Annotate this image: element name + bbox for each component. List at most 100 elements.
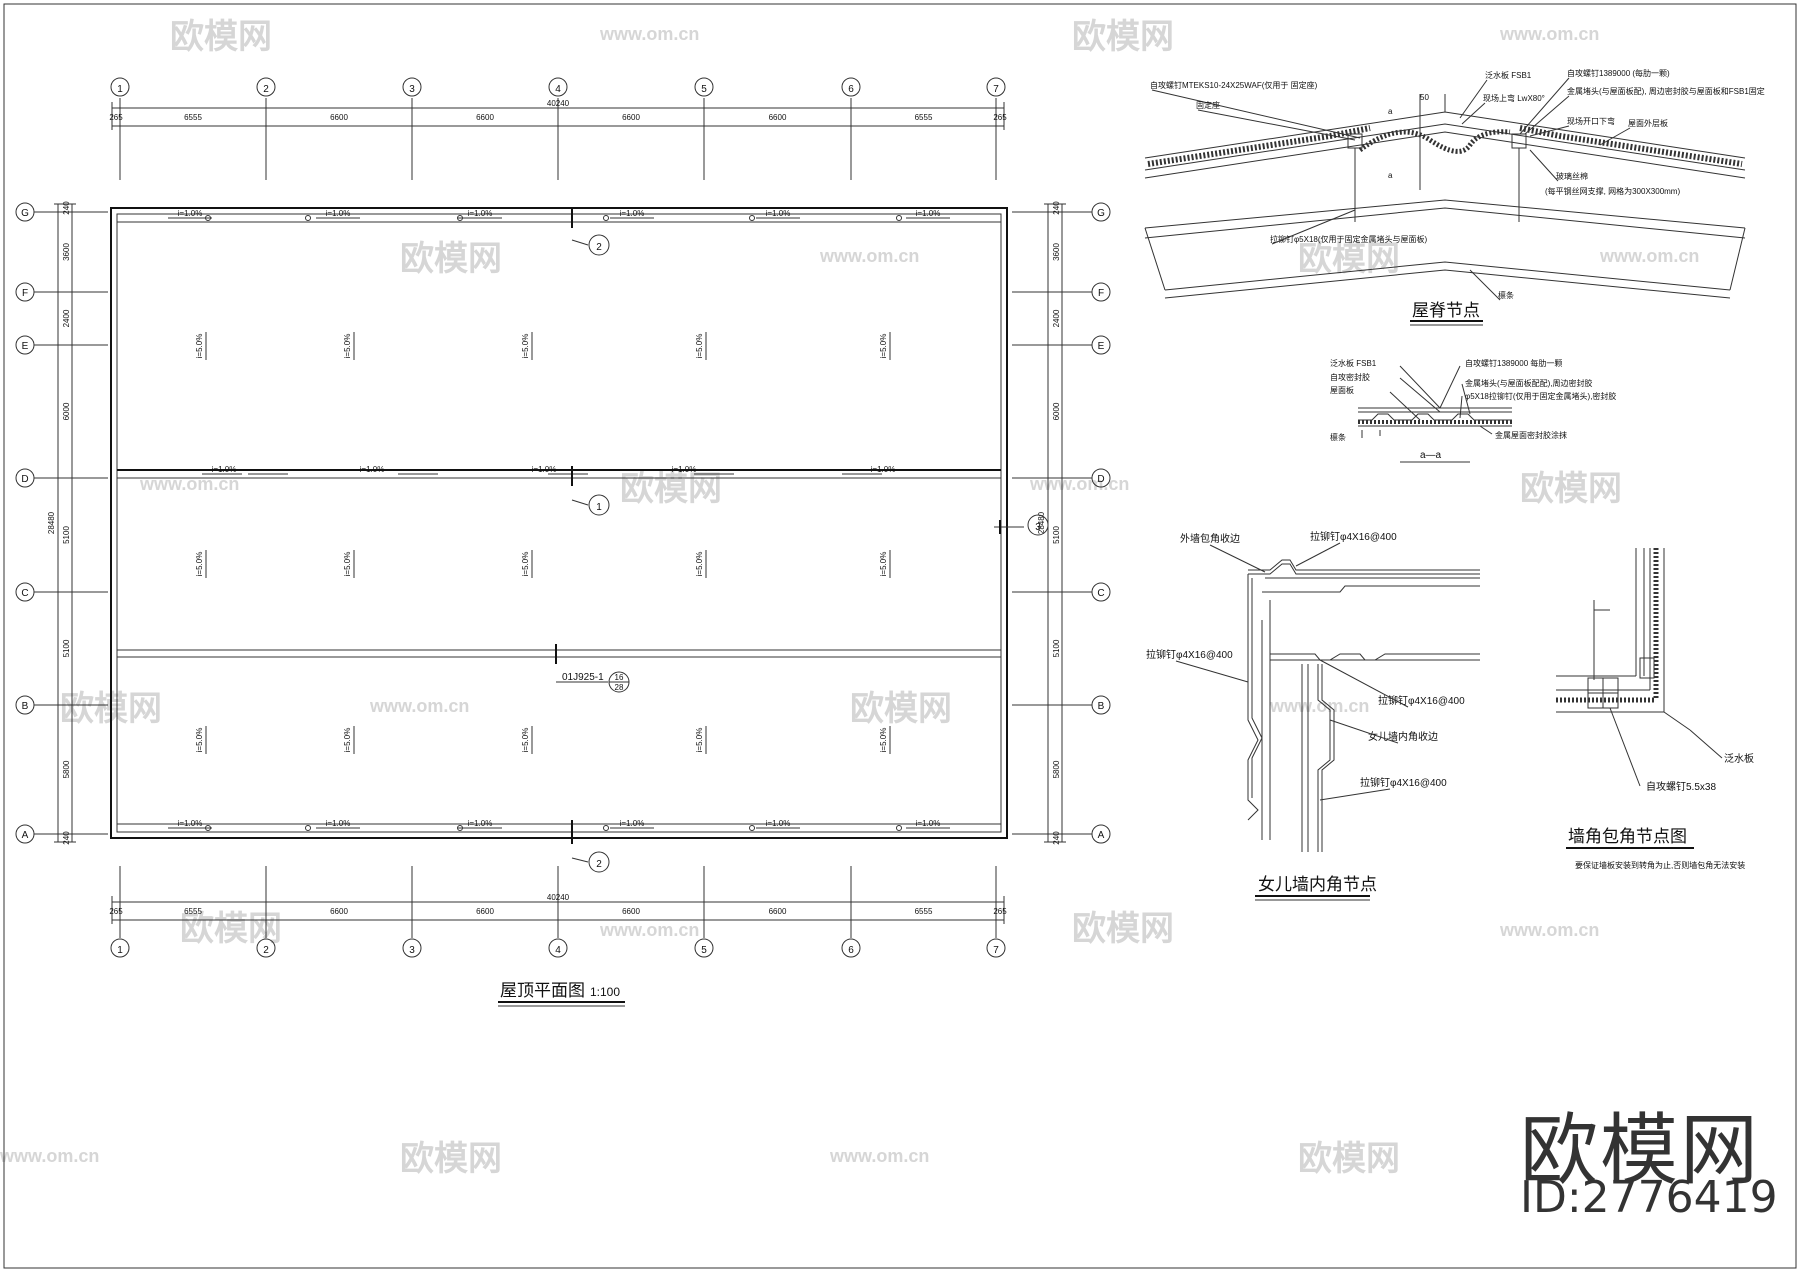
slope-label: i=1.0% [468, 209, 493, 218]
dimension-value: 6555 [184, 113, 202, 122]
col-axis-bubble-top [110, 77, 130, 97]
slope-label: i=5.0% [879, 334, 888, 359]
watermark-url: www.om.cn [369, 696, 469, 716]
slope-label: i=1.0% [212, 465, 237, 474]
row-axis-bubble-left [15, 695, 35, 715]
dimension-value: 5800 [1052, 760, 1061, 778]
slope-label: i=1.0% [766, 819, 791, 828]
section-aa-leader [1389, 391, 1421, 421]
watermark-url: www.om.cn [1499, 920, 1599, 940]
slope-label: i=5.0% [195, 552, 204, 577]
ridge-annotation: 固定座 [1196, 100, 1220, 110]
col-axis-label: 4 [555, 945, 561, 956]
corner-annotation: 自攻螺钉5.5x38 [1646, 780, 1716, 793]
parapet-annotation: 拉铆钉φ4X16@400 [1360, 776, 1447, 789]
col-axis-bubble-top [841, 77, 861, 97]
reference-index: 16 [615, 673, 624, 682]
slope-label: i=1.0% [871, 465, 896, 474]
row-axis-label: D [1097, 474, 1104, 485]
col-axis-label: 6 [848, 945, 854, 956]
col-axis-label: 7 [993, 945, 999, 956]
ridge-leader [1197, 109, 1356, 141]
ridge-insulation-right [1519, 125, 1743, 167]
dimension-value: 5100 [1052, 639, 1061, 657]
watermark-logo: 欧模网 [850, 690, 952, 728]
parapet-leader [1209, 544, 1266, 573]
slope-label: i=5.0% [195, 334, 204, 359]
ridge-leader [1271, 209, 1356, 245]
ridge-purlin-line [1164, 261, 1731, 291]
ridge-leader [1469, 269, 1501, 301]
corner-leader [1689, 729, 1723, 759]
callout-2-top: 2 [571, 208, 610, 256]
dimension-value: 6600 [769, 907, 787, 916]
slope-label: i=5.0% [343, 552, 352, 577]
ridge-section-mark-2: a [1388, 171, 1393, 180]
ridge-sheet-3 [1144, 131, 1746, 179]
dimension-value: 6600 [476, 907, 494, 916]
dimension-value: 5100 [62, 639, 71, 657]
dimension-value: 240 [1052, 201, 1061, 215]
row-axis-label: G [21, 208, 29, 219]
dimension-value: 265 [993, 113, 1007, 122]
dimension-value: 265 [993, 907, 1007, 916]
plan-title: 屋顶平面图 [500, 981, 585, 1000]
drain-dot [603, 215, 609, 221]
parapet-leader [1319, 659, 1409, 708]
ridge-sheet-2 [1144, 123, 1746, 171]
parapet-annotation: 拉铆钉φ4X16@400 [1378, 694, 1465, 707]
col-axis-label: 6 [848, 84, 854, 95]
section-aa-annotation: 檩条 [1330, 432, 1346, 442]
row-axis-label: E [1098, 341, 1105, 352]
slope-label: i=5.0% [521, 334, 530, 359]
slope-label: i=1.0% [916, 209, 941, 218]
col-axis-bubble-top [548, 77, 568, 97]
row-axis-label: F [1098, 288, 1104, 299]
detail-reference: 01J925-1 16 28 [555, 644, 630, 693]
ridge-detail: 50 a a 自攻螺钉MTEKS10-24X25WAF(仅用于 固定座)固定座泛… [1144, 68, 1765, 326]
watermark-url: www.om.cn [139, 474, 239, 494]
dimension-value: 5800 [62, 760, 71, 778]
row-axis-label: B [1098, 701, 1105, 712]
corner-title: 墙角包角节点图 [1568, 827, 1687, 846]
row-axis-bubble-right [1091, 335, 1111, 355]
col-axis-bubble-bottom [841, 938, 861, 958]
dimension-value: 6600 [476, 113, 494, 122]
ridge-title: 屋脊节点 [1412, 301, 1480, 320]
slope-label: i=1.0% [178, 209, 203, 218]
corner-leader [1663, 711, 1691, 731]
row-axis-bubble-left [15, 824, 35, 844]
col-axis-label: 1 [117, 945, 123, 956]
row-axis-bubble-right [1091, 695, 1111, 715]
callout-label: 3 [1035, 522, 1041, 533]
row-axis-bubble-left [15, 468, 35, 488]
dimension-value: 6555 [915, 907, 933, 916]
dimension-total: 28480 [47, 511, 56, 534]
row-axis-bubble-left [15, 202, 35, 222]
parapet-title: 女儿墙内角节点 [1258, 875, 1377, 894]
slope-label: i=1.0% [620, 819, 645, 828]
ridge-annotation: 泛水板 FSB1 [1485, 70, 1532, 80]
callout-label: 2 [596, 859, 602, 870]
watermark-url: www.om.cn [599, 920, 699, 940]
slope-label: i=5.0% [879, 552, 888, 577]
section-aa-leader [1399, 377, 1441, 413]
ridge-leader [1529, 149, 1559, 182]
dimension-value: 6600 [330, 113, 348, 122]
ridge-leader [1461, 102, 1486, 125]
brand-logo-text: 欧模网 [1520, 1106, 1761, 1196]
dimension-value: 6600 [769, 113, 787, 122]
ridge-leader [1524, 95, 1570, 135]
row-axis-label: E [22, 341, 29, 352]
dimension-value: 6555 [184, 907, 202, 916]
dimension-total: 40240 [547, 893, 570, 902]
ridge-purlin-line-2 [1164, 269, 1731, 299]
dimension-value: 2400 [1052, 309, 1061, 327]
watermark-url: www.om.cn [1269, 696, 1369, 716]
row-axis-label: B [22, 701, 29, 712]
watermark-logo: 欧模网 [1072, 18, 1174, 56]
row-axis-bubble-right [1091, 824, 1111, 844]
watermark-url: www.om.cn [819, 246, 919, 266]
col-axis-label: 3 [409, 945, 415, 956]
